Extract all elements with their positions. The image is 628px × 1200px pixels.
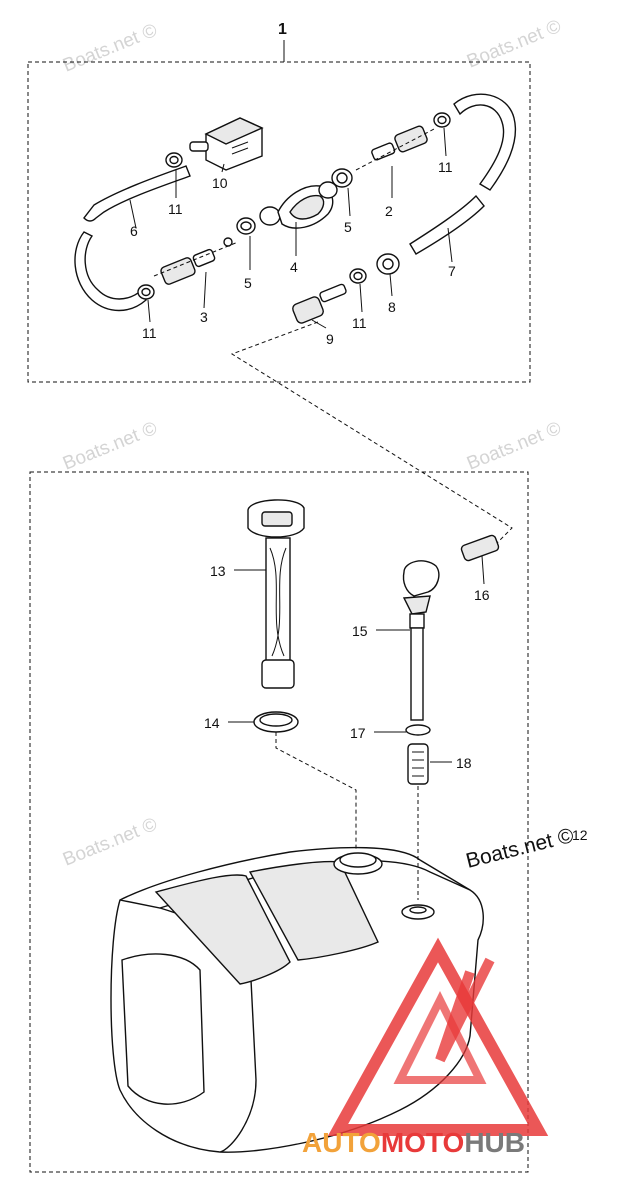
label-part-9: 9: [326, 331, 334, 347]
label-part-11: 11: [352, 315, 367, 331]
label-part-8: 8: [388, 299, 396, 315]
part-2-fitting: [355, 125, 437, 171]
part-labels: 1 2 3 4 5 5 6 7 8 9 10 11 11 11 11 13 14…: [130, 21, 588, 843]
label-part-11: 11: [142, 325, 157, 341]
leader-lines-top: [129, 127, 453, 329]
watermark-text: Boats.net ©: [60, 814, 160, 871]
part-5-o-ring: [331, 168, 353, 188]
part-6-hose: [83, 165, 191, 222]
logo-text-auto: AUTO: [302, 1127, 381, 1158]
label-part-2: 2: [385, 203, 393, 219]
label-part-16: 16: [474, 587, 490, 603]
label-assembly-1: 1: [278, 21, 287, 38]
label-part-18: 18: [456, 755, 472, 771]
part-hose-top-right: [453, 93, 517, 191]
leader-lines-tank: [228, 555, 485, 900]
part-7-hose: [409, 194, 485, 255]
watermark-text: Boats.net ©: [464, 418, 564, 475]
logo-text-moto: MOTO: [381, 1127, 464, 1158]
part-10-connector: [189, 117, 264, 171]
label-part-10: 10: [212, 175, 228, 191]
part-12-fuel-tank: [110, 846, 484, 1153]
part-8-grommet: [376, 253, 400, 275]
label-part-4: 4: [290, 259, 298, 275]
watermark-text-dark: Boats.net ©: [464, 824, 577, 873]
part-11-clamp: [137, 284, 155, 300]
part-18-filter: [407, 743, 429, 785]
part-13-fuel-gauge: [247, 499, 305, 689]
watermark-text: Boats.net ©: [464, 16, 564, 73]
label-part-13: 13: [210, 563, 226, 579]
watermark-group: Boats.net © Boats.net © Boats.net © Boat…: [60, 16, 564, 871]
label-part-14: 14: [204, 715, 220, 731]
part-11-clamp: [349, 268, 367, 284]
part-5-o-ring: [223, 217, 256, 247]
label-part-5: 5: [344, 219, 352, 235]
part-15-pickup-tube: [402, 560, 440, 721]
part-9-connector: [292, 283, 347, 324]
part-3-fitting: [153, 241, 239, 285]
label-assembly-12: 12: [572, 827, 588, 843]
label-part-5: 5: [244, 275, 252, 291]
automotohub-logo: AUTOMOTOHUB: [302, 937, 549, 1158]
logo-text-hub: HUB: [464, 1127, 525, 1158]
logo-text: AUTOMOTOHUB: [302, 1127, 525, 1158]
watermark-text: Boats.net ©: [60, 418, 160, 475]
part-11-clamp: [165, 152, 183, 168]
label-part-11: 11: [168, 201, 183, 217]
connection-leader: [230, 321, 513, 545]
label-part-3: 3: [200, 309, 208, 325]
part-14-gasket: [253, 711, 299, 733]
watermark-text: Boats.net ©: [60, 20, 160, 77]
hose-assembly-frame: [27, 61, 531, 383]
label-part-11: 11: [438, 159, 453, 175]
part-6-hose-lower: [74, 231, 147, 312]
part-11-clamp: [433, 112, 451, 128]
part-16-connector: [460, 534, 500, 562]
tank-assembly-frame: [29, 471, 529, 1173]
label-part-7: 7: [448, 263, 456, 279]
label-part-15: 15: [352, 623, 368, 639]
part-4-primer-bulb: [259, 181, 338, 229]
label-part-6: 6: [130, 223, 138, 239]
label-part-17: 17: [350, 725, 366, 741]
part-17-o-ring: [405, 724, 431, 736]
